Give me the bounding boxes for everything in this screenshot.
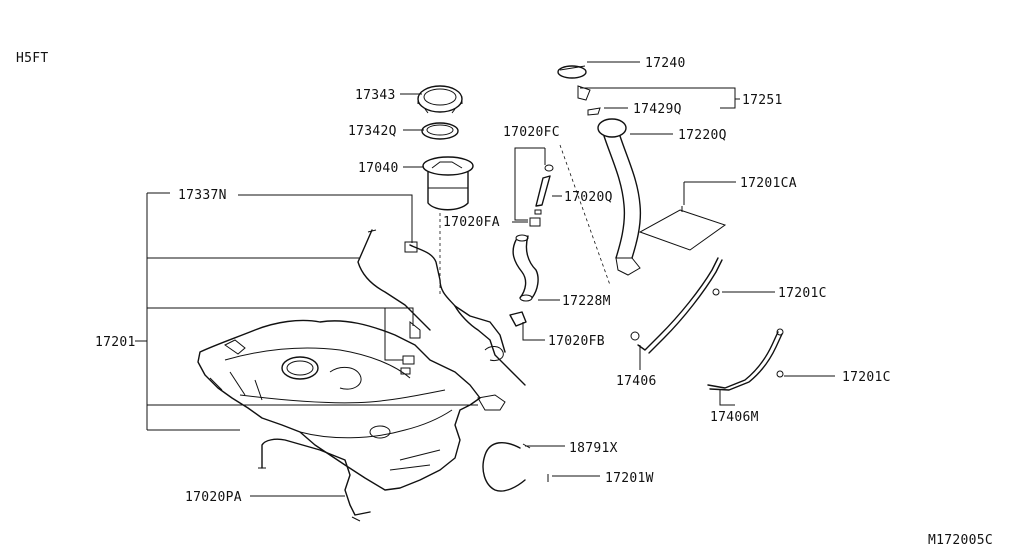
small-parts-drawing [529, 164, 554, 227]
fuel-pump-drawing [422, 156, 474, 295]
filler-tube-drawing [559, 118, 642, 286]
callout-17020pa: 17020PA [185, 490, 242, 505]
callout-17429q: 17429Q [633, 102, 682, 117]
header-code: H5FT [16, 51, 49, 66]
leader-lines [135, 61, 835, 497]
callout-17406: 17406 [616, 374, 657, 389]
bracket-panel-drawing [638, 206, 727, 251]
callout-17020fa: 17020FA [443, 215, 500, 230]
gasket-drawing [421, 122, 459, 140]
callout-17251: 17251 [742, 93, 783, 108]
callout-labels: 17240 17343 17251 17429Q 17342Q 17020FC … [95, 56, 891, 505]
figure-code: M172005C [928, 533, 993, 548]
lower-harness-drawing [258, 438, 371, 522]
callout-17201c-lower: 17201C [842, 370, 891, 385]
filler-cap-drawing [557, 65, 601, 116]
callout-17201w: 17201W [605, 471, 654, 486]
tank-strap-drawing [630, 257, 723, 354]
callout-17342q: 17342Q [348, 124, 397, 139]
callout-17220q: 17220Q [678, 128, 727, 143]
callout-17343: 17343 [355, 88, 396, 103]
hose-18791x-drawing [482, 442, 531, 492]
callout-17337n: 17337N [178, 188, 227, 203]
tank-strap-m-drawing [707, 328, 784, 391]
vent-tube-drawing [357, 229, 526, 411]
callout-18791x: 18791X [569, 441, 618, 456]
callout-17228m: 17228M [562, 294, 611, 309]
callout-17020q: 17020Q [564, 190, 613, 205]
filler-hose-drawing [512, 234, 539, 302]
callout-17020fb: 17020FB [548, 334, 605, 349]
lock-ring-drawing [417, 85, 463, 114]
callout-17020fc: 17020FC [503, 125, 560, 140]
callout-17201c-upper: 17201C [778, 286, 827, 301]
callout-17201ca: 17201CA [740, 176, 797, 191]
callout-17240: 17240 [645, 56, 686, 71]
clamp-drawing [509, 311, 527, 327]
callout-17406m: 17406M [710, 410, 759, 425]
callout-17040: 17040 [358, 161, 399, 176]
callout-17201: 17201 [95, 335, 136, 350]
